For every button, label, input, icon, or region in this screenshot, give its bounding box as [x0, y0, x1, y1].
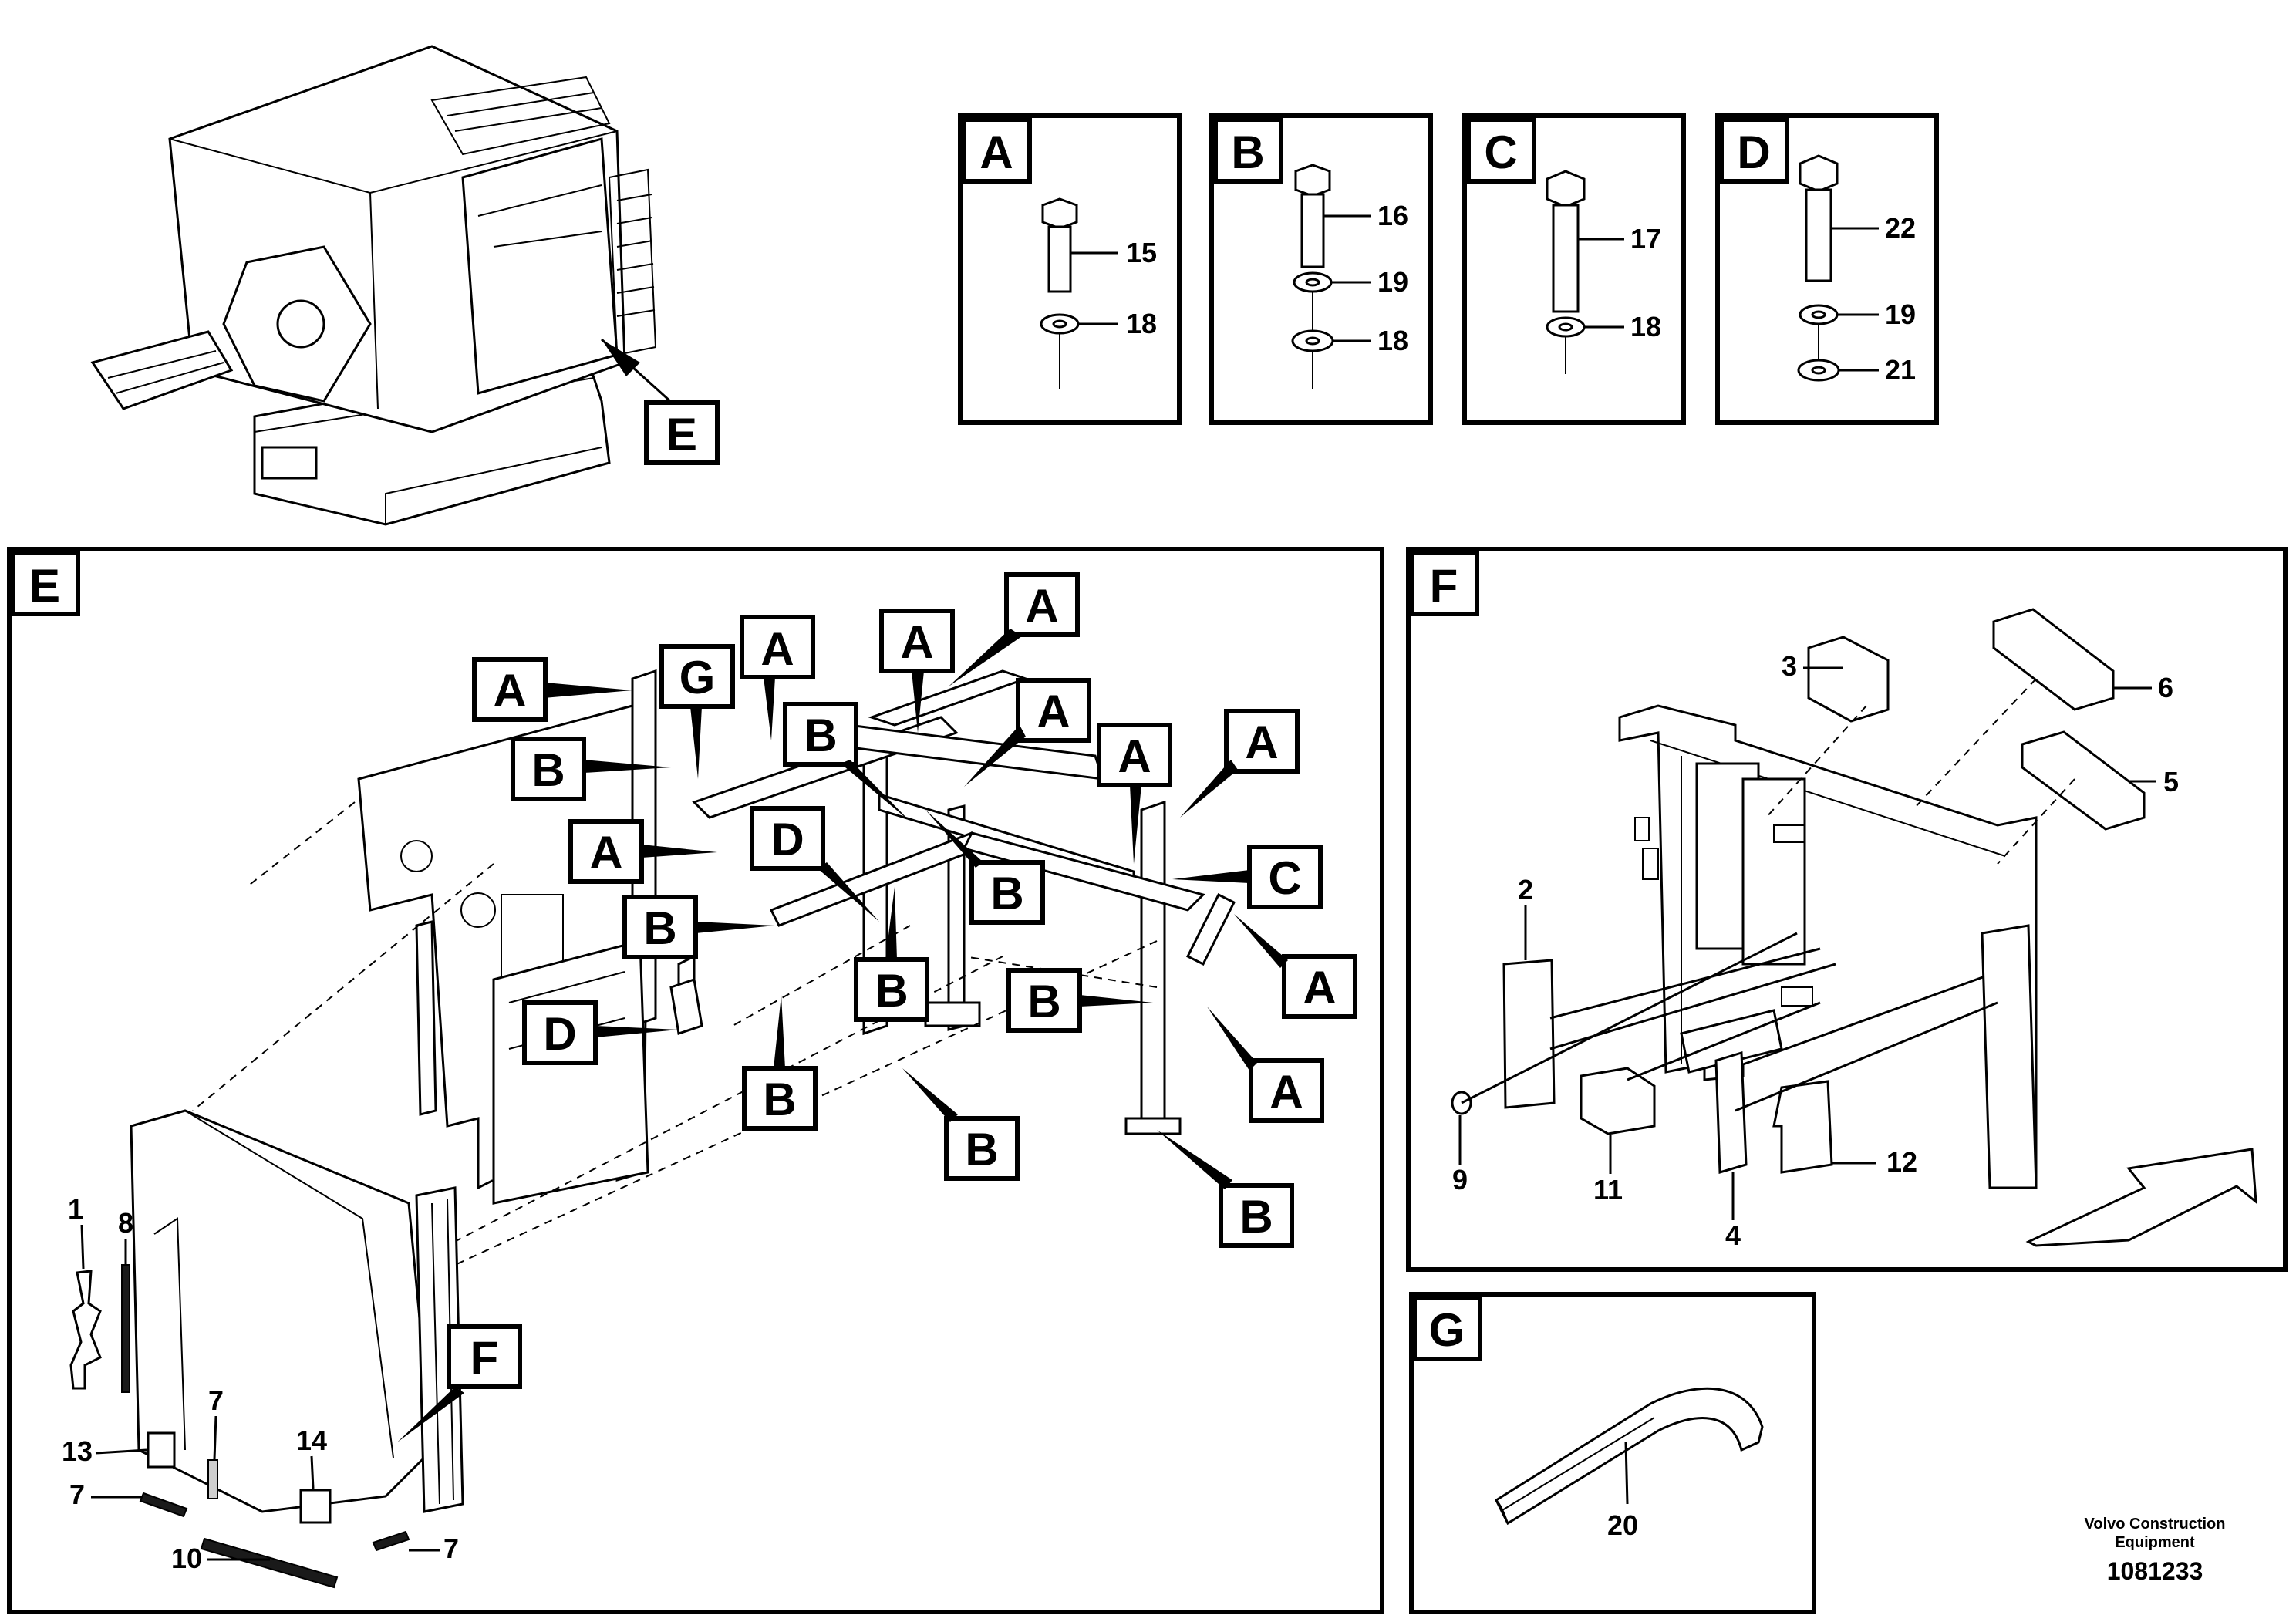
tag-d-2: D [543, 1008, 576, 1060]
tag-b-3: B [990, 868, 1023, 919]
tag-a-7: A [1245, 717, 1278, 768]
tag-a-5: A [1037, 686, 1070, 737]
part-6: 6 [2158, 672, 2173, 703]
detail-a-part-15: 15 [1126, 237, 1157, 268]
panel-f-title: F [1430, 560, 1458, 612]
detail-c-tag: C [1484, 126, 1517, 178]
part-13: 13 [62, 1435, 93, 1467]
panel-f-frame-assembly [1451, 608, 2257, 1247]
detail-d-tag: D [1737, 126, 1770, 178]
callout-tag-e-overview [644, 400, 720, 465]
detail-c-part-18: 18 [1630, 311, 1661, 342]
part-10: 10 [171, 1543, 202, 1574]
panel-e-part-numbers: 1 8 13 7 7 14 10 7 [62, 1193, 459, 1574]
part-4: 4 [1725, 1219, 1741, 1251]
detail-b-part-16: 16 [1377, 200, 1408, 231]
panel-f-part-numbers: 3 6 5 2 9 11 4 12 [1452, 650, 2179, 1251]
tag-b-4: B [643, 902, 676, 954]
part-3: 3 [1782, 650, 1797, 682]
footer-drawing-number: 1081233 [2107, 1557, 2203, 1585]
part-8: 8 [118, 1207, 133, 1239]
part-20: 20 [1607, 1509, 1638, 1541]
overview-machine-illustration [90, 45, 680, 526]
part-9: 9 [1452, 1164, 1468, 1195]
part-5: 5 [2163, 766, 2179, 798]
detail-b-part-18: 18 [1377, 325, 1408, 356]
detail-c-part-17: 17 [1630, 223, 1661, 255]
tag-a-1: A [493, 665, 526, 717]
tag-b-8: B [965, 1124, 998, 1175]
tag-a-10: A [1269, 1066, 1303, 1118]
tag-c: C [1268, 852, 1301, 904]
footer-company-line1: Volvo Construction [2085, 1516, 2226, 1533]
panel-g-title: G [1429, 1304, 1465, 1356]
overview-callout-text: E [666, 409, 697, 460]
part-7-left: 7 [69, 1479, 85, 1510]
footer-company-line2: Equipment [2115, 1534, 2195, 1551]
detail-box-d: D 22 19 21 [1715, 113, 1939, 425]
panel-e-callout-tags: A A A A A A A A A A G B [397, 572, 1357, 1442]
detail-box-c: C 17 18 [1462, 113, 1686, 425]
tag-a-3: A [900, 616, 933, 668]
panel-g-seal-strip [1495, 1387, 1764, 1526]
part-12: 12 [1886, 1146, 1917, 1178]
tag-b-7: B [763, 1074, 796, 1125]
tag-b-1: B [531, 744, 565, 796]
tag-f: F [470, 1332, 499, 1384]
part-1: 1 [68, 1193, 83, 1225]
detail-box-b: B 16 19 18 [1209, 113, 1433, 425]
tag-a-8: A [589, 827, 622, 878]
panel-g-title-box [1412, 1295, 1482, 1361]
detail-a-part-18: 18 [1126, 308, 1157, 339]
panel-e-title-box [10, 550, 80, 616]
part-2: 2 [1518, 874, 1533, 905]
part-7-top: 7 [208, 1384, 224, 1416]
tag-b-5: B [875, 965, 908, 1017]
detail-d-part-22: 22 [1885, 212, 1916, 244]
detail-a-tag: A [979, 126, 1013, 178]
tag-a-2: A [760, 623, 794, 675]
detail-b-part-19: 19 [1377, 266, 1408, 298]
panel-e-title: E [29, 560, 60, 612]
tag-a-4: A [1025, 580, 1058, 632]
part-14: 14 [296, 1425, 327, 1456]
panel-e-side-cover [69, 1109, 464, 1589]
part-7-right: 7 [443, 1533, 459, 1564]
panel-f-title-box [1409, 550, 1479, 616]
tag-a-6: A [1118, 730, 1151, 782]
detail-box-a: A 15 18 [958, 113, 1182, 425]
tag-b-6: B [1027, 976, 1060, 1027]
part-11: 11 [1593, 1174, 1623, 1206]
detail-d-part-21: 21 [1885, 354, 1916, 386]
tag-b-2: B [804, 710, 837, 761]
tag-d-1: D [770, 814, 804, 865]
detail-d-part-19: 19 [1885, 298, 1916, 330]
detail-b-tag: B [1231, 126, 1264, 178]
tag-g: G [679, 652, 716, 703]
tag-a-9: A [1303, 962, 1336, 1013]
tag-b-9: B [1239, 1191, 1273, 1243]
